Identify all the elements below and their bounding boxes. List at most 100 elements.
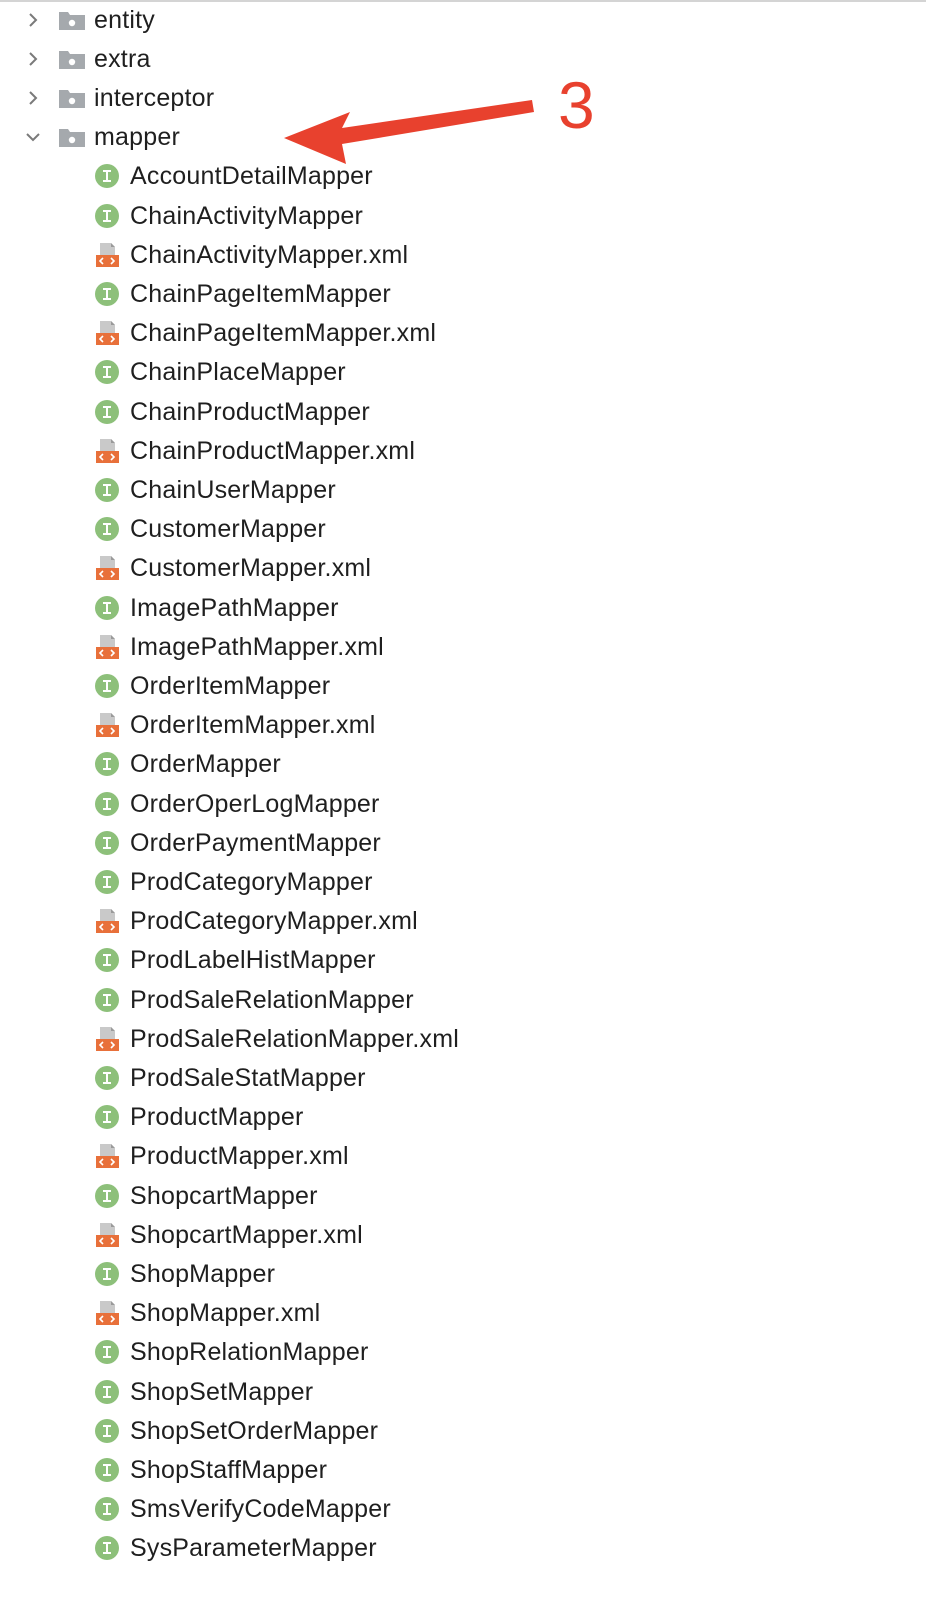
java-interface-icon — [94, 399, 120, 425]
tree-file-label: ProdLabelHistMapper — [130, 946, 376, 975]
chevron-right-icon[interactable] — [24, 89, 42, 107]
package-folder-icon — [58, 9, 86, 31]
tree-file-interface[interactable]: ShopMapper — [0, 1255, 926, 1294]
xml-file-icon — [94, 1222, 120, 1248]
tree-file-label: OrderOperLogMapper — [130, 789, 380, 818]
java-interface-icon — [94, 1339, 120, 1365]
chevron-right-icon[interactable] — [24, 11, 42, 29]
tree-file-xml[interactable]: ProdCategoryMapper.xml — [0, 902, 926, 941]
tree-file-label: ChainPageItemMapper.xml — [130, 319, 437, 348]
java-interface-icon — [94, 359, 120, 385]
tree-file-interface[interactable]: OrderMapper — [0, 745, 926, 784]
java-interface-icon — [94, 595, 120, 621]
xml-file-icon — [94, 712, 120, 738]
java-interface-icon — [94, 673, 120, 699]
tree-file-label: ShopcartMapper — [130, 1181, 318, 1210]
tree-file-label: ProductMapper — [130, 1103, 304, 1132]
tree-file-label: OrderMapper — [130, 750, 281, 779]
tree-file-interface[interactable]: ProdLabelHistMapper — [0, 941, 926, 980]
tree-file-interface[interactable]: OrderPaymentMapper — [0, 824, 926, 863]
tree-file-interface[interactable]: CustomerMapper — [0, 510, 926, 549]
tree-file-xml[interactable]: ShopcartMapper.xml — [0, 1216, 926, 1255]
tree-folder-extra[interactable]: extra — [0, 40, 926, 79]
tree-file-label: ChainProductMapper.xml — [130, 436, 416, 465]
tree-folder-label: entity — [94, 5, 155, 34]
java-interface-icon — [94, 281, 120, 307]
java-interface-icon — [94, 1261, 120, 1287]
tree-file-interface[interactable]: OrderItemMapper — [0, 667, 926, 706]
tree-file-label: CustomerMapper.xml — [130, 554, 372, 583]
xml-file-icon — [94, 908, 120, 934]
tree-file-interface[interactable]: ShopSetOrderMapper — [0, 1412, 926, 1451]
tree-file-label: ProdCategoryMapper.xml — [130, 907, 418, 936]
tree-file-label: ProdCategoryMapper — [130, 867, 373, 896]
tree-file-xml[interactable]: OrderItemMapper.xml — [0, 706, 926, 745]
tree-file-interface[interactable]: ShopSetMapper — [0, 1373, 926, 1412]
java-interface-icon — [94, 947, 120, 973]
tree-file-interface[interactable]: AccountDetailMapper — [0, 157, 926, 196]
java-interface-icon — [94, 1535, 120, 1561]
tree-file-label: ImagePathMapper.xml — [130, 632, 384, 661]
java-interface-icon — [94, 477, 120, 503]
tree-file-label: ProdSaleRelationMapper — [130, 985, 414, 1014]
xml-file-icon — [94, 1143, 120, 1169]
tree-file-interface[interactable]: ChainProductMapper — [0, 393, 926, 432]
xml-file-icon — [94, 242, 120, 268]
tree-folder-label: mapper — [94, 123, 180, 152]
tree-file-label: OrderPaymentMapper — [130, 828, 381, 857]
tree-file-interface[interactable]: ImagePathMapper — [0, 589, 926, 628]
tree-file-interface[interactable]: ChainPlaceMapper — [0, 353, 926, 392]
tree-file-label: CustomerMapper — [130, 515, 326, 544]
annotation-arrow — [284, 100, 534, 164]
java-interface-icon — [94, 1379, 120, 1405]
xml-file-icon — [94, 1300, 120, 1326]
tree-folder-entity[interactable]: entity — [0, 1, 926, 40]
tree-file-interface[interactable]: ShopcartMapper — [0, 1177, 926, 1216]
xml-file-icon — [94, 1026, 120, 1052]
tree-file-xml[interactable]: ProdSaleRelationMapper.xml — [0, 1020, 926, 1059]
tree-file-xml[interactable]: ChainProductMapper.xml — [0, 432, 926, 471]
tree-file-xml[interactable]: ImagePathMapper.xml — [0, 628, 926, 667]
tree-file-xml[interactable]: ChainPageItemMapper.xml — [0, 314, 926, 353]
package-folder-icon — [58, 126, 86, 148]
tree-folder-interceptor[interactable]: interceptor — [0, 79, 926, 118]
chevron-right-icon[interactable] — [24, 50, 42, 68]
tree-file-interface[interactable]: ProdCategoryMapper — [0, 863, 926, 902]
tree-file-interface[interactable]: ShopRelationMapper — [0, 1333, 926, 1372]
tree-file-xml[interactable]: ChainActivityMapper.xml — [0, 236, 926, 275]
java-interface-icon — [94, 751, 120, 777]
tree-file-interface[interactable]: ChainActivityMapper — [0, 197, 926, 236]
tree-folder-label: extra — [94, 44, 151, 73]
tree-folder-mapper[interactable]: mapper — [0, 118, 926, 157]
tree-file-label: ProductMapper.xml — [130, 1142, 349, 1171]
tree-file-interface[interactable]: ChainPageItemMapper — [0, 275, 926, 314]
tree-file-interface[interactable]: ChainUserMapper — [0, 471, 926, 510]
tree-file-xml[interactable]: ProductMapper.xml — [0, 1137, 926, 1176]
tree-file-interface[interactable]: ShopStaffMapper — [0, 1451, 926, 1490]
java-interface-icon — [94, 1457, 120, 1483]
tree-file-label: ShopRelationMapper — [130, 1338, 369, 1367]
xml-file-icon — [94, 320, 120, 346]
tree-file-interface[interactable]: SmsVerifyCodeMapper — [0, 1490, 926, 1529]
java-interface-icon — [94, 163, 120, 189]
java-interface-icon — [94, 791, 120, 817]
tree-file-interface[interactable]: SysParameterMapper — [0, 1529, 926, 1568]
tree-file-label: OrderItemMapper.xml — [130, 711, 376, 740]
tree-file-interface[interactable]: ProdSaleRelationMapper — [0, 981, 926, 1020]
tree-file-label: ShopSetMapper — [130, 1377, 314, 1406]
tree-file-label: SysParameterMapper — [130, 1534, 377, 1563]
tree-file-label: ProdSaleStatMapper — [130, 1063, 366, 1092]
tree-file-interface[interactable]: OrderOperLogMapper — [0, 785, 926, 824]
tree-file-xml[interactable]: CustomerMapper.xml — [0, 549, 926, 588]
tree-file-interface[interactable]: ProdSaleStatMapper — [0, 1059, 926, 1098]
tree-file-interface[interactable]: ProductMapper — [0, 1098, 926, 1137]
tree-folder-label: interceptor — [94, 83, 215, 112]
tree-file-label: ShopcartMapper.xml — [130, 1220, 363, 1249]
java-interface-icon — [94, 1065, 120, 1091]
java-interface-icon — [94, 516, 120, 542]
tree-file-xml[interactable]: ShopMapper.xml — [0, 1294, 926, 1333]
xml-file-icon — [94, 555, 120, 581]
tree-file-label: ChainPlaceMapper — [130, 358, 346, 387]
chevron-down-icon[interactable] — [24, 128, 42, 146]
tree-file-label: ShopStaffMapper — [130, 1455, 328, 1484]
